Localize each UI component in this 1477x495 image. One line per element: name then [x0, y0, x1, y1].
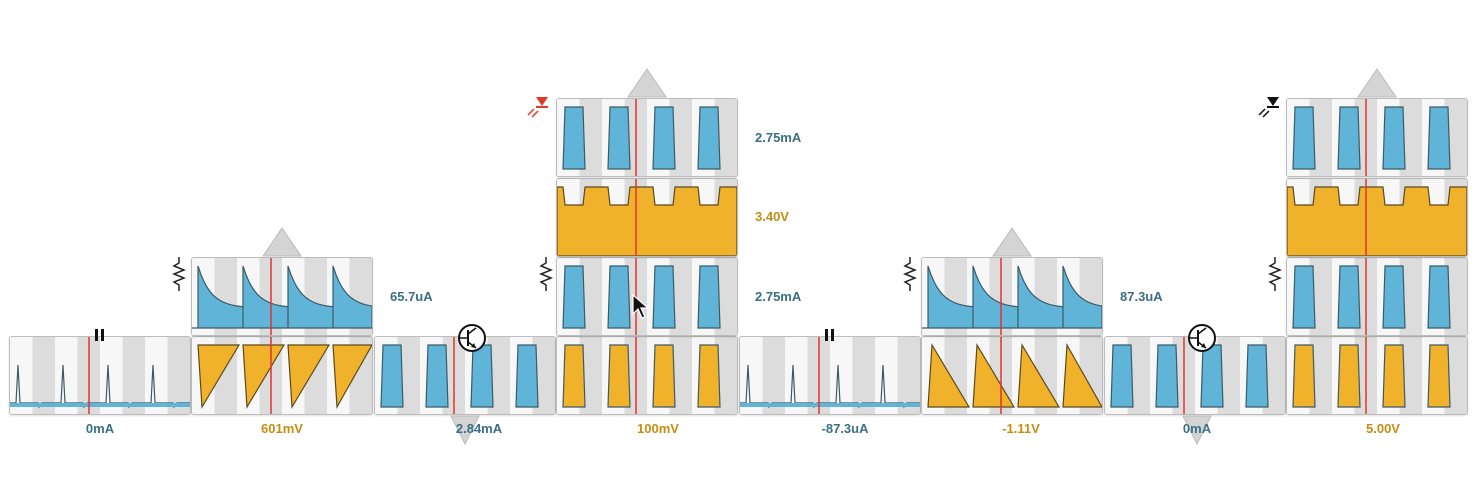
bottom-label-3: 2.84mA [455, 421, 503, 436]
waveform-plot [557, 337, 737, 414]
trace-tile-led-right-voltage[interactable] [1286, 178, 1468, 257]
waveform-plot [740, 337, 920, 414]
bottom-label-6: -1.11V [1002, 421, 1040, 436]
trace-tile-transistor-left-current[interactable] [374, 336, 556, 415]
waveform-plot [1287, 337, 1467, 414]
waveform-plot [1287, 99, 1467, 176]
resistor-icon [172, 257, 186, 291]
waveform-plot [375, 337, 555, 414]
resistor-icon [1268, 257, 1282, 291]
resistor-right-current-label: 87.3uA [1120, 289, 1163, 304]
waveform-plot [1105, 337, 1285, 414]
trace-tile-resistor-far-right-current[interactable] [1286, 257, 1468, 336]
trace-tile-resistor-right-current[interactable] [921, 257, 1103, 336]
waveform-plot [192, 258, 372, 335]
trace-tile-cap-right-voltage[interactable] [921, 336, 1103, 415]
resistor-icon [539, 257, 553, 291]
resistor-icon [903, 257, 917, 291]
waveform-plot [10, 337, 190, 414]
expand-up-triangle-center[interactable] [627, 68, 667, 98]
cursor-pointer-icon [632, 294, 650, 319]
trace-tile-right-bottom-voltage[interactable] [1286, 336, 1468, 415]
bottom-label-7: 0mA [1182, 421, 1212, 436]
bottom-label-2: 601mV [261, 421, 303, 436]
waveform-plot [557, 258, 737, 335]
waveform-plot [192, 337, 372, 414]
expand-down-triangle-left[interactable] [450, 415, 480, 445]
waveform-plot [557, 179, 737, 256]
led-black-icon [1258, 97, 1279, 118]
led-current-label: 2.75mA [755, 130, 802, 145]
resistor-center-current-label: 2.75mA [755, 289, 802, 304]
trace-tile-battery-right-current[interactable] [739, 336, 921, 415]
resistor-left-current-label: 65.7uA [390, 289, 433, 304]
bottom-label-8: 5.00V [1366, 421, 1400, 436]
bottom-label-4: 100mV [637, 421, 679, 436]
trace-tile-led-right-current[interactable] [1286, 98, 1468, 177]
expand-up-triangle-left[interactable] [262, 227, 302, 257]
transistor-icon [1188, 324, 1216, 352]
transistor-icon [458, 324, 486, 352]
battery-icon [825, 329, 834, 341]
trace-tile-cap-left-voltage[interactable] [191, 336, 373, 415]
trace-tile-resistor-center-current[interactable] [556, 257, 738, 336]
expand-up-triangle-far-right[interactable] [1357, 68, 1397, 98]
expand-down-triangle-right[interactable] [1182, 415, 1212, 445]
led-voltage-label: 3.40V [755, 209, 789, 224]
waveform-plot [922, 337, 1102, 414]
expand-up-triangle-right[interactable] [992, 227, 1032, 257]
battery-icon [95, 329, 104, 341]
waveform-plot [1287, 258, 1467, 335]
trace-tile-led-center-voltage[interactable] [556, 178, 738, 257]
trace-tile-battery-left-current[interactable] [9, 336, 191, 415]
waveform-plot [557, 99, 737, 176]
trace-tile-led-center-current[interactable] [556, 98, 738, 177]
waveform-plot [922, 258, 1102, 335]
trace-tile-center-bottom-voltage[interactable] [556, 336, 738, 415]
trace-tile-resistor-left-current[interactable] [191, 257, 373, 336]
bottom-label-5: -87.3uA [821, 421, 869, 436]
waveform-plot [1287, 179, 1467, 256]
led-red-icon [527, 97, 548, 118]
bottom-label-1: 0mA [85, 421, 115, 436]
